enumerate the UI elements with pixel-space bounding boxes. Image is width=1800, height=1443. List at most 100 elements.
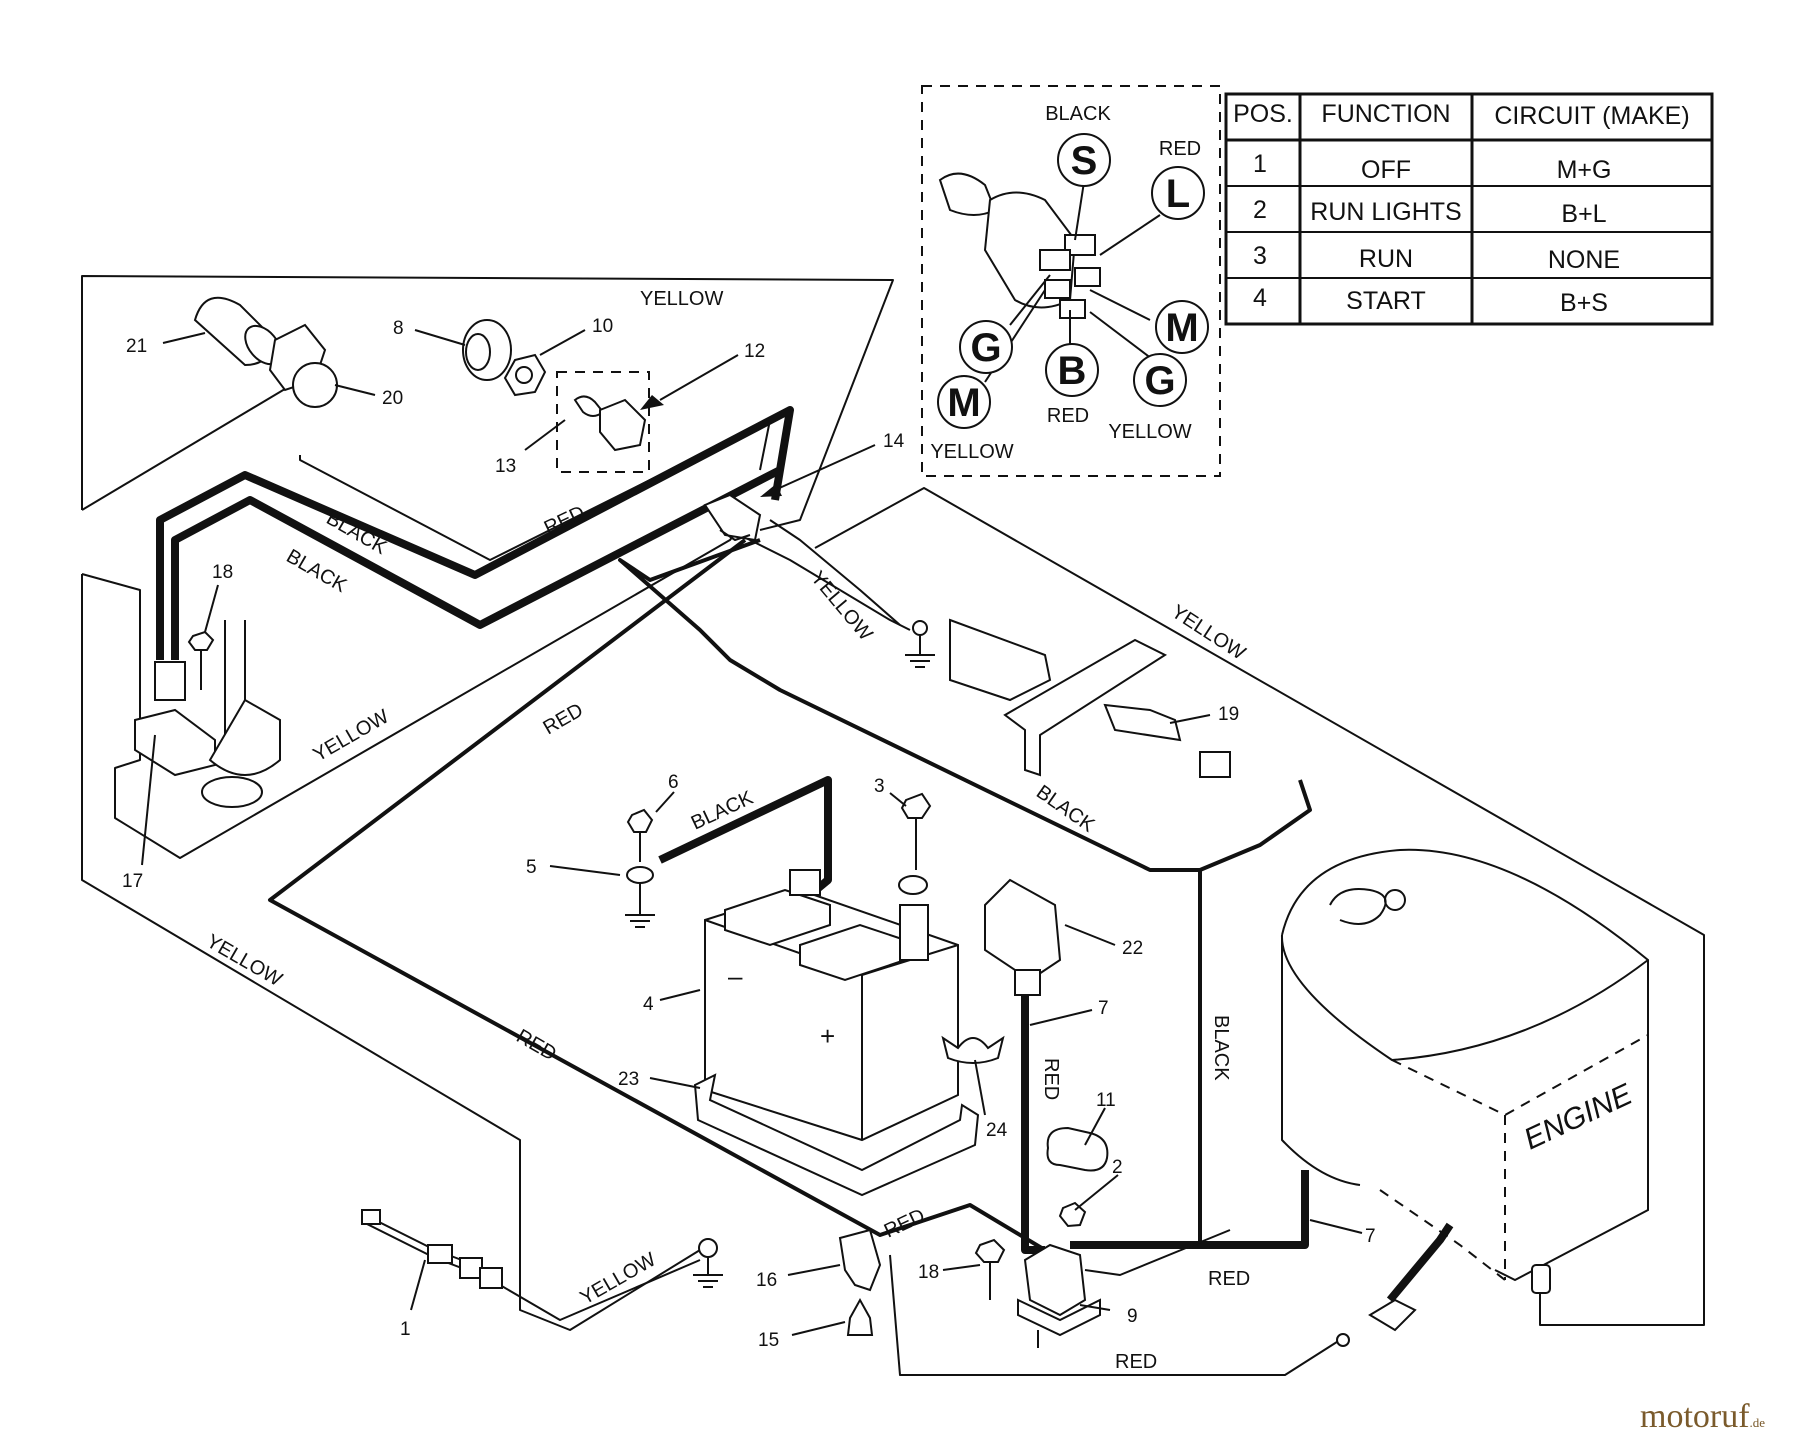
table-cell: 3	[1253, 242, 1267, 270]
terminal-color-red-top: RED	[1159, 138, 1201, 160]
wiring-harness	[81, 275, 1705, 1376]
ground-icon	[905, 620, 935, 668]
terminal-b: B	[1045, 343, 1099, 397]
part-number-8: 8	[393, 318, 404, 339]
wire-label-black: BLACK	[1210, 1015, 1232, 1081]
part-number-7: 7	[1098, 998, 1109, 1019]
engine-connector	[1531, 1264, 1551, 1294]
screw-18-lower	[974, 1238, 1006, 1300]
part-number-12: 12	[744, 341, 765, 362]
hex-nut	[503, 353, 547, 397]
part-number-23: 23	[618, 1069, 639, 1090]
harness-connector	[361, 1209, 503, 1289]
wire-label-red: RED	[540, 699, 588, 739]
wing-nut	[941, 1035, 1005, 1064]
part-number-21: 21	[126, 336, 147, 357]
ground-icon	[693, 1238, 723, 1288]
part-number-14: 14	[883, 431, 905, 452]
svg-text:L: L	[1166, 172, 1190, 216]
engine: ENGINE	[1280, 848, 1649, 1282]
table-cell: B+L	[1561, 200, 1606, 228]
switch-connector	[703, 493, 762, 542]
terminal-color-red-bottom: RED	[1047, 405, 1089, 427]
svg-text:S: S	[1071, 139, 1098, 183]
svg-text:G: G	[970, 326, 1001, 370]
battery-positive: +	[820, 1021, 835, 1051]
terminal-color-yellow-left: YELLOW	[930, 441, 1013, 463]
table-cell: 2	[1253, 196, 1267, 224]
terminal-color-yellow-right: YELLOW	[1108, 421, 1191, 443]
yellow-wire	[814, 487, 1705, 1326]
wire-label-yellow: YELLOW	[310, 706, 393, 767]
switch-bezel	[462, 319, 512, 381]
part-number-19: 19	[1218, 704, 1239, 725]
red-wire	[268, 538, 1047, 1252]
svg-text:G: G	[1144, 359, 1175, 403]
table-header-circuit: CIRCUIT (MAKE)	[1494, 102, 1689, 130]
terminal-s: S	[1057, 133, 1111, 187]
part-number-7: 7	[1365, 1226, 1376, 1247]
part-number-24: 24	[986, 1120, 1008, 1141]
leader-lines	[141, 329, 1363, 1336]
black-wire	[156, 406, 794, 660]
part-number-20: 20	[382, 388, 403, 409]
screw-6	[626, 808, 654, 862]
starter-solenoid	[1017, 1243, 1101, 1348]
terminal-color-black: BLACK	[1045, 103, 1111, 125]
table-cell: OFF	[1361, 156, 1411, 184]
red-battery-cable	[1021, 980, 1045, 1254]
table-cell: B+S	[1560, 289, 1608, 317]
wire-label-black: BLACK	[323, 507, 391, 559]
solenoid-cover	[1046, 1126, 1109, 1172]
table-header-pos: POS.	[1233, 100, 1293, 128]
ground-icon	[625, 866, 655, 928]
part-number-17: 17	[122, 871, 143, 892]
battery-negative: –	[728, 961, 743, 991]
table-cell: 4	[1253, 284, 1267, 312]
screw-3	[898, 792, 932, 895]
wire-label-red: RED	[1040, 1058, 1062, 1100]
wire-label-red: RED	[1115, 1351, 1157, 1373]
headlight-bulb	[193, 296, 282, 367]
wire-label-yellow: YELLOW	[640, 288, 723, 310]
wire-label-red: RED	[513, 1025, 561, 1065]
screw-18-upper	[187, 630, 215, 690]
terminal-g-left: G	[959, 320, 1013, 374]
wire-label-yellow: YELLOW	[1167, 601, 1249, 665]
table-cell: NONE	[1548, 246, 1620, 274]
table-cell: START	[1346, 287, 1426, 315]
part-number-9: 9	[1127, 1306, 1138, 1327]
brand-suffix: .de	[1749, 1415, 1766, 1430]
engine-ground-cable	[1070, 1170, 1309, 1249]
headlight-socket	[268, 323, 338, 408]
terminal-g-right: G	[1133, 353, 1187, 407]
switch-function-table: POS. FUNCTION CIRCUIT (MAKE) 1 OFF M+G 2…	[1224, 92, 1714, 326]
brand-watermark: motoruf.de	[1640, 1398, 1765, 1436]
svg-text:B: B	[1058, 349, 1087, 393]
brand-name: motoruf	[1640, 1398, 1750, 1435]
battery-tray	[693, 1073, 980, 1197]
red-starter-wire	[889, 1254, 1341, 1376]
terminal-m-left: M	[937, 375, 991, 429]
part-number-18: 18	[212, 562, 233, 583]
seat-switch	[134, 620, 281, 808]
part-number-3: 3	[874, 776, 885, 797]
part-number-2: 2	[1112, 1157, 1123, 1178]
ignition-key-icon	[938, 172, 997, 216]
part-number-15: 15	[758, 1330, 779, 1351]
part-number-16: 16	[756, 1270, 777, 1291]
part-number-11: 11	[1096, 1090, 1116, 1111]
part-number-10: 10	[592, 316, 613, 337]
nut-2	[1058, 1201, 1087, 1228]
black-wire	[618, 538, 1312, 872]
table-cell: 1	[1253, 150, 1267, 178]
wire-label-red: RED	[541, 502, 589, 540]
part-number-5: 5	[526, 857, 537, 878]
part-number-6: 6	[668, 772, 679, 793]
svg-text:M: M	[947, 381, 980, 425]
inset-border	[921, 85, 1221, 477]
terminal-boot	[984, 878, 1062, 996]
svg-text:M: M	[1165, 306, 1198, 350]
part-number-1: 1	[400, 1319, 411, 1340]
